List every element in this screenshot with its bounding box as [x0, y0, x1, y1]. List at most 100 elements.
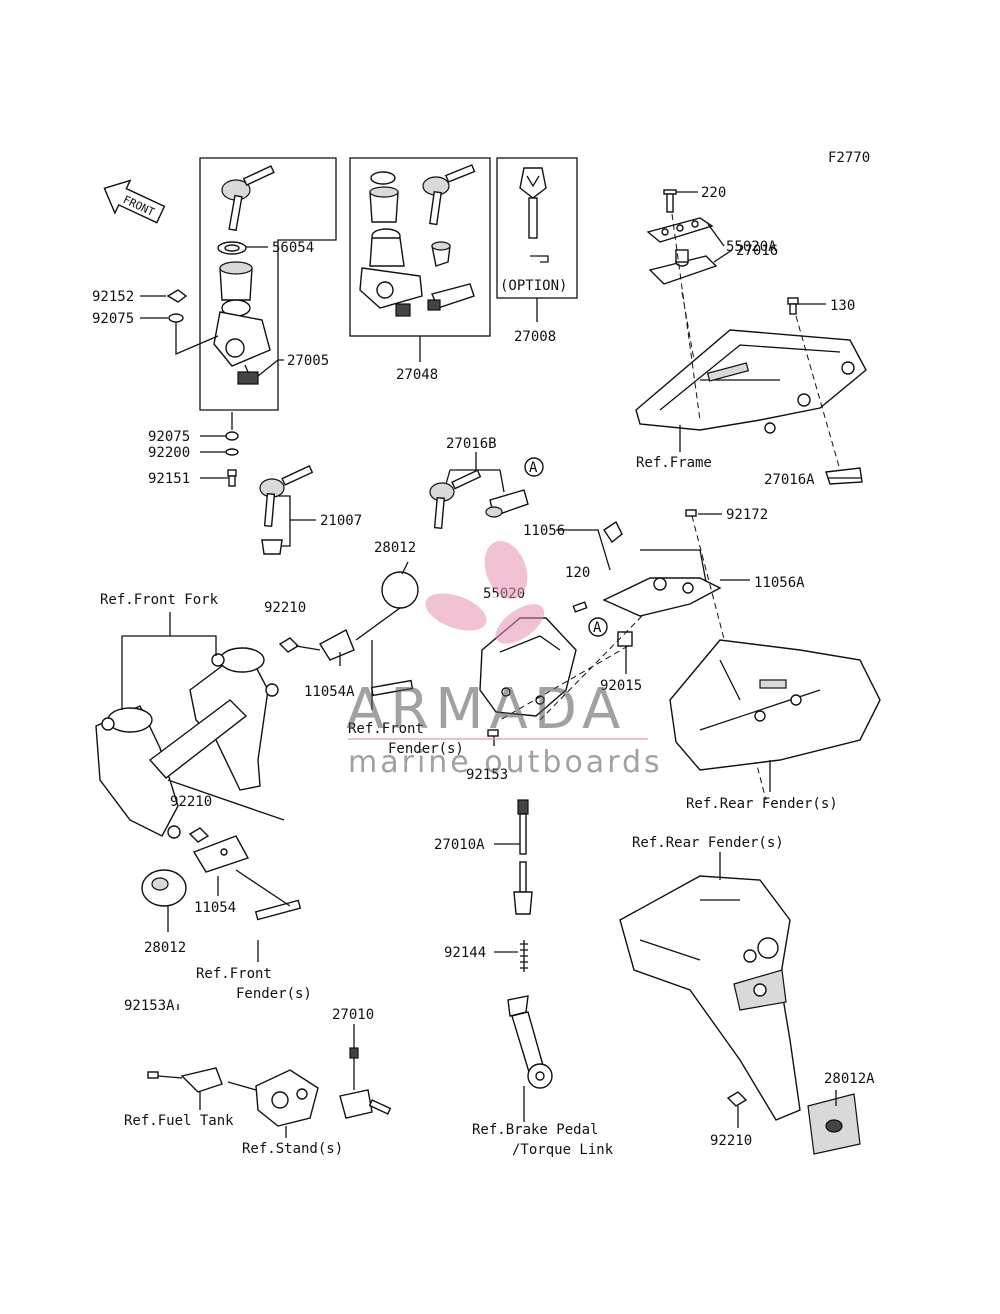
plate-55020a-icon	[646, 217, 714, 243]
callout-a-top-label: A	[529, 460, 538, 476]
key-pair-27016b-icon	[429, 469, 529, 529]
part-label-27048: 27048	[396, 367, 438, 383]
part-label-27010A: 27010A	[434, 837, 485, 853]
part-label-28012-b: 28012	[144, 940, 186, 956]
leader-11056	[556, 529, 707, 583]
leader-28012a	[355, 561, 409, 641]
bracket-11056a-icon	[602, 577, 722, 617]
leader-11054	[167, 779, 285, 896]
assembly-dashes-top	[671, 213, 841, 471]
ref-label-frame: Ref.Frame	[636, 455, 712, 471]
part-label-92210-b: 92210	[170, 794, 212, 810]
part-label-11054: 11054	[194, 900, 236, 916]
leader-top-right	[676, 191, 862, 479]
seat-lock-icon	[427, 283, 475, 311]
kit-outline-27005	[199, 157, 337, 411]
watermark-logo-icon	[425, 540, 545, 644]
bracket-11054a-icon	[319, 629, 355, 661]
key-pair-21007-icon	[259, 465, 314, 555]
bracket-11054-icon	[192, 835, 250, 873]
lock-cap-icon	[369, 171, 399, 223]
part-label-55020A: 55020A	[726, 239, 777, 255]
key-set-icon	[221, 165, 275, 232]
part-label-27016B: 27016B	[446, 436, 497, 452]
plate-28012A-icon	[807, 1093, 861, 1155]
part-label-220: 220	[701, 185, 726, 201]
front-fork-bracket-icon	[95, 646, 279, 839]
part-label-28012A: 28012A	[824, 1071, 875, 1087]
nut-92210b-icon	[188, 827, 210, 843]
key-pair-icon-2	[422, 164, 476, 226]
nut-92210c-icon	[726, 1091, 748, 1107]
part-label-27016A: 27016A	[764, 472, 815, 488]
washer-92075b-icon	[225, 431, 239, 441]
spring-92144-icon	[520, 940, 528, 972]
part-label-92015: 92015	[600, 678, 642, 694]
leader-front-fork	[121, 612, 217, 710]
bolt-92151-icon	[227, 469, 237, 487]
blank-key-icon	[519, 167, 549, 263]
lock-cylinder-icon	[359, 228, 423, 317]
part-label-56054: 56054	[272, 240, 314, 256]
part-label-120: 120	[565, 565, 590, 581]
front-arrow-icon: FRONT	[103, 179, 166, 224]
ignition-cap-icon	[219, 261, 253, 301]
frame-section-icon	[635, 329, 867, 434]
leader-11054a	[295, 645, 341, 666]
leader-lower-left	[177, 1004, 355, 1048]
bolt-130-icon	[787, 297, 799, 315]
part-label-27010: 27010	[332, 1007, 374, 1023]
leader-92075-a	[175, 322, 219, 355]
part-label-27008: 27008	[514, 329, 556, 345]
leader-27016b	[445, 452, 505, 493]
brake-pedal-icon	[507, 995, 553, 1089]
part-label-28012-a: 28012	[374, 540, 416, 556]
leader-stand	[227, 1081, 287, 1138]
callout-a-top	[524, 457, 544, 477]
stand-bracket-icon	[255, 1069, 319, 1127]
part-label-92210-c: 92210	[710, 1133, 752, 1149]
ref-label-rear-fender-2: Ref.Rear Fender(s)	[632, 835, 784, 851]
bolt-92172-icon	[685, 509, 697, 517]
part-label-92152: 92152	[92, 289, 134, 305]
bracket-fuel-tank-icon	[180, 1067, 223, 1093]
option-label: (OPTION)	[500, 278, 567, 294]
screw-120-icon	[572, 601, 588, 613]
watermark-brand: ARMADA	[346, 677, 626, 742]
part-label-92144: 92144	[444, 945, 486, 961]
washer-92075-icon	[168, 313, 184, 323]
part-label-92153: 92153	[466, 767, 508, 783]
washer-92200-icon	[225, 448, 239, 456]
ref-label-front-fender-2b: Fender(s)	[236, 986, 312, 1002]
part-label-11054A: 11054A	[304, 684, 355, 700]
part-label-27016: 27016	[736, 243, 778, 259]
ref-label-torque-link: /Torque Link	[512, 1142, 614, 1158]
ref-label-front-fork: Ref.Front Fork	[100, 592, 219, 608]
leader-mid-right	[625, 513, 750, 674]
ref-label-stand: Ref.Stand(s)	[242, 1141, 343, 1157]
leader-fuel-tank	[157, 1075, 201, 1110]
screw-92153a-icon	[147, 1071, 159, 1079]
part-label-92172: 92172	[726, 507, 768, 523]
leader-brake-column	[494, 843, 520, 953]
bolt-ff2-icon	[254, 899, 302, 921]
emblem-28012b-icon	[141, 869, 187, 907]
nut-92152-icon	[166, 289, 188, 303]
ignition-switch-icon	[213, 299, 271, 385]
part-label-92075-a: 92075	[92, 311, 134, 327]
part-label-11056: 11056	[523, 523, 565, 539]
part-label-92075-b: 92075	[148, 429, 190, 445]
leader-left-lower	[200, 435, 228, 479]
leader-ref-front-fender-2	[235, 869, 291, 962]
screw-220-icon	[663, 189, 677, 213]
leader-21007	[278, 495, 316, 547]
ref-label-front-fender-1a: Ref.Front	[348, 721, 424, 737]
rear-fender-upper-icon	[669, 639, 881, 771]
stand-switch-27010-icon	[339, 1047, 392, 1119]
part-label-92151: 92151	[148, 471, 190, 487]
clip-11056-icon	[603, 520, 623, 544]
ref-label-rear-fender-1: Ref.Rear Fender(s)	[686, 796, 838, 812]
diagram-code: F2770	[828, 150, 870, 166]
